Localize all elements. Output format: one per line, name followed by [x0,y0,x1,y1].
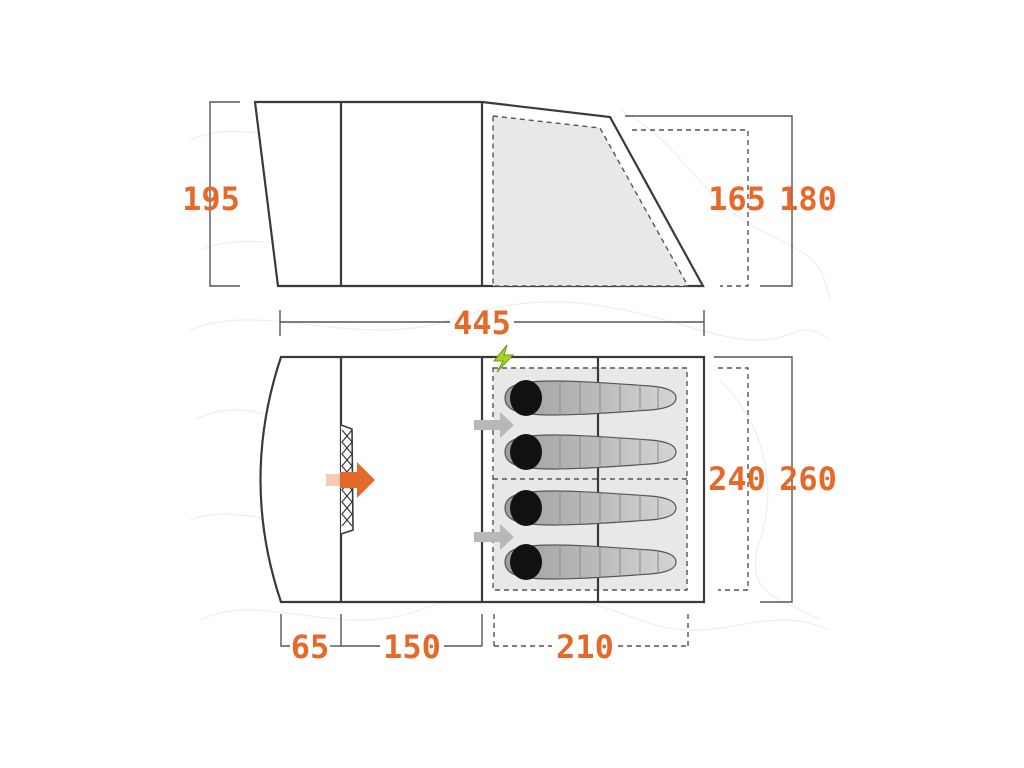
side-view-bedroom [492,115,690,287]
sleeping-bag-icon [504,544,677,580]
total-length-dimension: 445 [279,304,705,342]
sleeping-bag-icon [504,490,677,526]
side-height-inner-label: 165 [708,180,766,218]
bedroom-entry-arrow-icon [474,524,514,550]
side-height-outer-label: 180 [779,180,837,218]
total-length-label: 445 [453,304,511,342]
outer-width-bracket [714,356,793,603]
sleeping-bag-icon [504,380,677,416]
inner-width-label: 240 [708,460,766,498]
sleeping-bag-icon [504,434,677,470]
depth-dimensions: 65 150 210 [280,614,689,666]
entrance-arrow-icon [326,462,375,498]
side-height-bracket [209,101,240,287]
side-height-left-label: 195 [182,180,240,218]
lightning-icon [492,344,515,373]
bedroom-depth-label: 210 [556,628,614,666]
living-depth-label: 150 [383,628,441,666]
inner-height-bracket [632,129,749,287]
outer-height-bracket [625,115,793,287]
bedroom-entry-arrow-icon [474,412,514,438]
side-view: 195 165 180 [182,100,837,288]
floor-plan: 240 260 [259,344,837,604]
porch-depth-label: 65 [291,628,330,666]
outer-width-label: 260 [779,460,837,498]
